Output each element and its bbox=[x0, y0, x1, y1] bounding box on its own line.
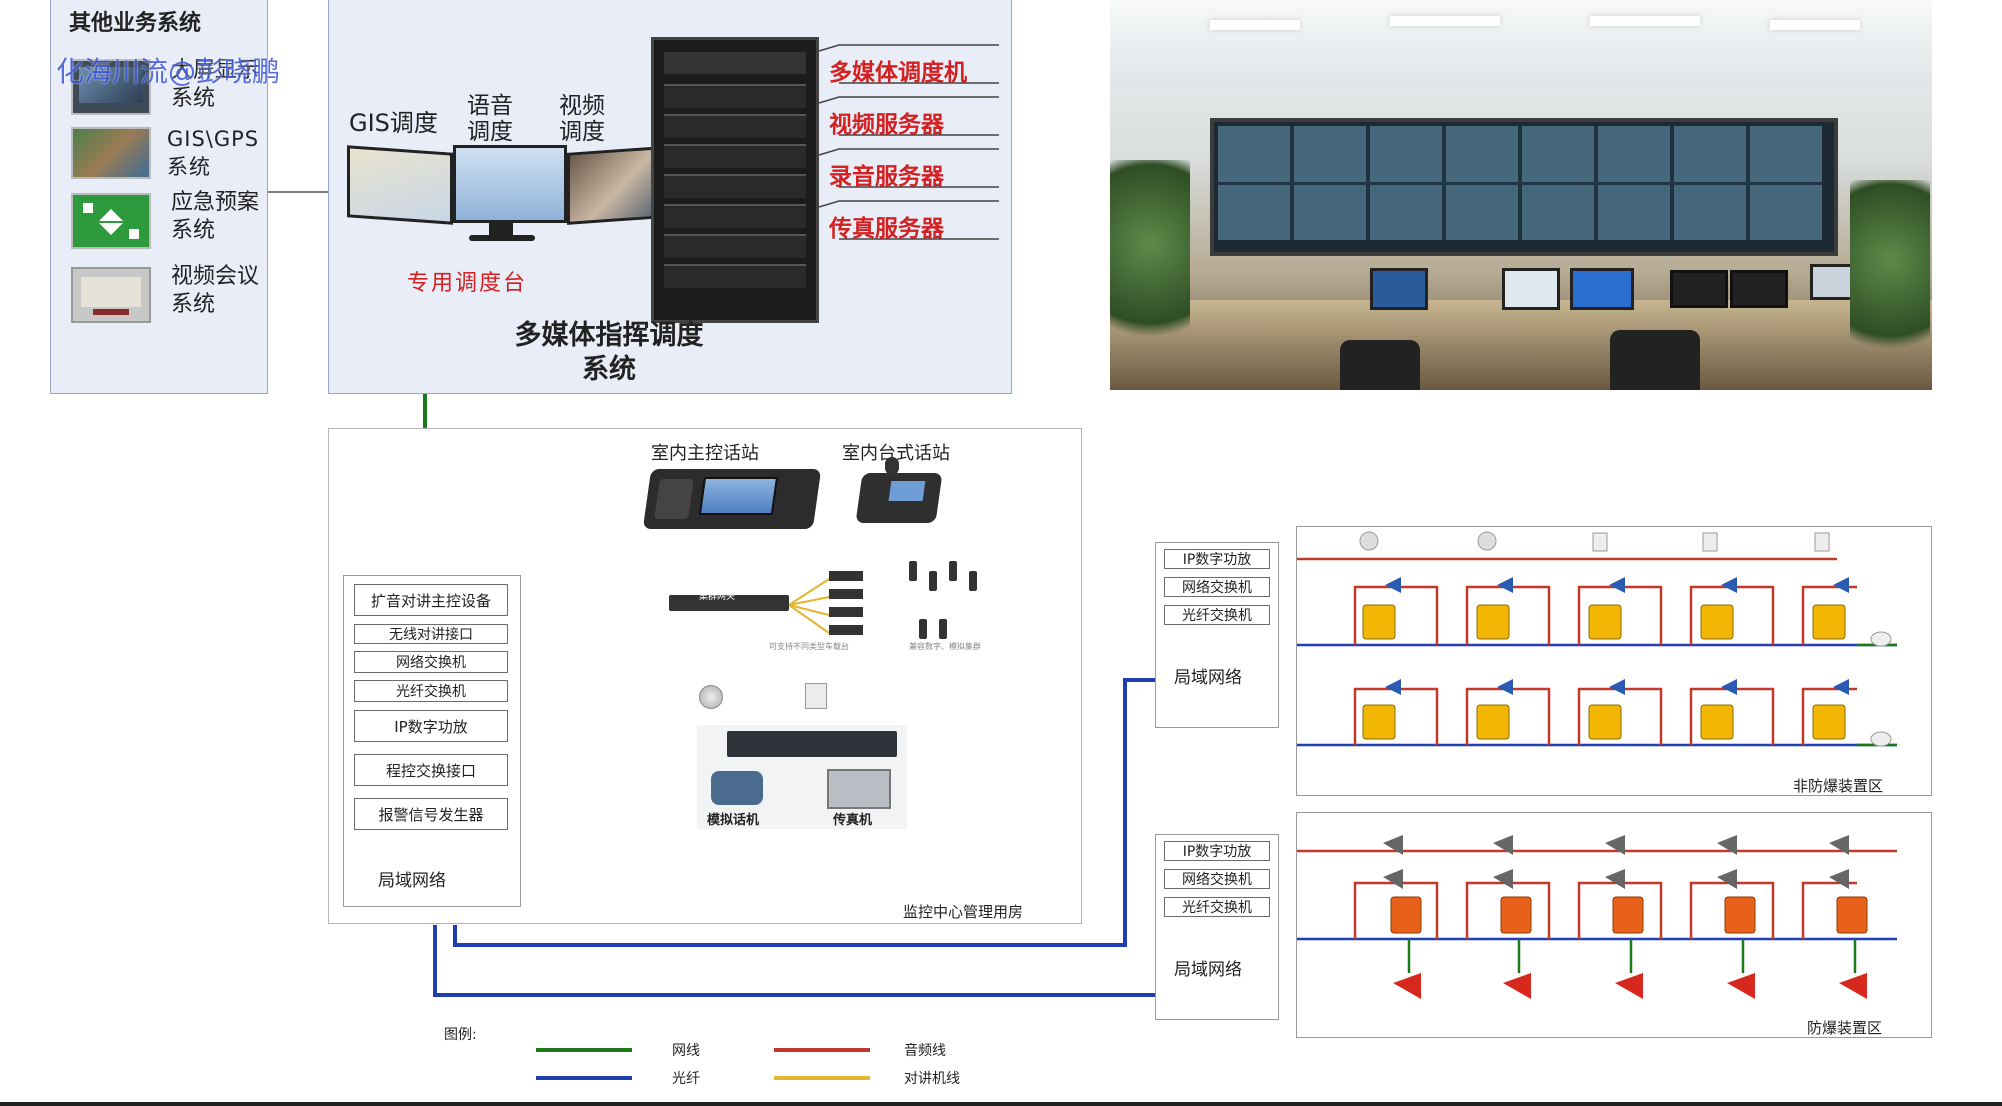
stack-pa-intercom-master: 扩音对讲主控设备 bbox=[354, 584, 508, 616]
zone2-panel: 防爆装置区 bbox=[1296, 812, 1932, 1038]
wall-speaker-icon bbox=[805, 683, 827, 709]
handheld-radio-2 bbox=[929, 571, 937, 591]
control-room-photo bbox=[1110, 0, 1932, 390]
station-main-label: 室内主控话站 bbox=[651, 443, 759, 464]
emergency-plan-icon bbox=[71, 193, 151, 249]
legend-label-net: 网线 bbox=[672, 1043, 700, 1059]
legend-swatch-radio bbox=[774, 1076, 870, 1080]
gateway-radio-links bbox=[789, 578, 830, 634]
stack-network-switch: 网络交换机 bbox=[354, 651, 508, 673]
vehicle-radio-2 bbox=[829, 589, 863, 599]
gis-dispatch-label: GIS调度 bbox=[349, 109, 438, 137]
video-dispatch-label: 视频调度 bbox=[559, 93, 605, 145]
stack-alarm-generator: 报警信号发生器 bbox=[354, 798, 508, 830]
stack-ip-amplifier: IP数字功放 bbox=[354, 710, 508, 742]
legend-title: 图例: bbox=[444, 1027, 477, 1043]
voice-dispatch-label: 语音调度 bbox=[467, 93, 513, 145]
handheld-radio-5 bbox=[919, 619, 927, 639]
monitor-stand bbox=[489, 221, 513, 235]
cluster-gateway-device bbox=[669, 595, 789, 611]
legend-label-radio: 对讲机线 bbox=[904, 1071, 960, 1087]
large-screen-thumbnail bbox=[71, 59, 151, 115]
ceiling-speaker-icon bbox=[699, 685, 723, 709]
handheld-radio-4 bbox=[969, 571, 977, 591]
multimedia-title: 多媒体指挥调度系统 bbox=[514, 320, 704, 385]
stack-pbx-interface: 程控交换接口 bbox=[354, 754, 508, 786]
station-desk-label: 室内台式话站 bbox=[842, 443, 950, 464]
legend-swatch-audio bbox=[774, 1048, 870, 1052]
server-video: 视频服务器 bbox=[829, 112, 944, 138]
pbx-exchange-box: 模拟话机 传真机 bbox=[697, 725, 907, 829]
other-systems-panel: 其他业务系统 大屏显示系统 GIS\GPS系统 应急预案系统 视频会议系统 bbox=[50, 0, 268, 394]
legend-swatch-fiber bbox=[536, 1076, 632, 1080]
analog-phone-label: 模拟话机 bbox=[707, 813, 760, 828]
monitor-base bbox=[469, 235, 535, 241]
cluster-gateway-label: 集群网关 bbox=[699, 592, 736, 602]
zone1-panel: 非防爆装置区 bbox=[1296, 526, 1932, 796]
stack-fiber-switch: 光纤交换机 bbox=[354, 680, 508, 702]
dispatch-console-monitors bbox=[347, 145, 677, 225]
bottom-border bbox=[0, 1102, 2002, 1106]
zone1-wiring bbox=[1297, 531, 1897, 747]
server-multimedia-dispatcher: 多媒体调度机 bbox=[829, 60, 967, 86]
server-label-brackets bbox=[818, 44, 999, 240]
video-conference-thumbnail bbox=[71, 267, 151, 323]
handheld-radio-1 bbox=[909, 561, 917, 581]
zone1-label: 非防爆装置区 bbox=[1793, 777, 1884, 795]
legend-swatch-net bbox=[536, 1048, 632, 1052]
zone1-network-switch: 网络交换机 bbox=[1164, 577, 1270, 597]
stack-lan-label: 局域网络 bbox=[378, 871, 446, 891]
server-rack bbox=[651, 37, 819, 323]
other-systems-item-gis-gps: GIS\GPS系统 bbox=[167, 127, 260, 179]
monitor-room-label: 监控中心管理用房 bbox=[903, 903, 1024, 921]
handheld-radio-6 bbox=[939, 619, 947, 639]
other-systems-title: 其他业务系统 bbox=[69, 11, 202, 36]
station-main-device bbox=[642, 469, 822, 529]
desk-microphone bbox=[885, 457, 899, 475]
gis-map-thumbnail bbox=[71, 127, 151, 179]
multimedia-panel: GIS调度 语音调度 视频调度 专用调度台 多媒体调度机 视频服务器 录音服务器… bbox=[328, 0, 1012, 394]
zone2-stack: IP数字功放 网络交换机 光纤交换机 局域网络 bbox=[1155, 834, 1279, 1020]
watermark: 化海川流@彭晓鹏 bbox=[56, 55, 281, 88]
zone1-ip-amplifier: IP数字功放 bbox=[1164, 549, 1270, 569]
gateway-note-2: 兼容数字、模拟集群 bbox=[909, 642, 981, 651]
monitor-room-stack: 扩音对讲主控设备 无线对讲接口 网络交换机 光纤交换机 IP数字功放 程控交换接… bbox=[343, 575, 521, 907]
zone1-fiber-switch: 光纤交换机 bbox=[1164, 605, 1270, 625]
other-systems-item-emergency: 应急预案系统 bbox=[171, 190, 260, 243]
fiber-line-zone1 bbox=[453, 678, 1155, 947]
fiber-line-zone2 bbox=[433, 925, 1155, 997]
zone2-lan-label: 局域网络 bbox=[1174, 960, 1242, 980]
vehicle-radio-3 bbox=[829, 607, 863, 617]
station-desk-device bbox=[855, 473, 943, 523]
legend: 图例: 网线 音频线 光纤 对讲机线 bbox=[440, 1020, 1040, 1100]
stack-wireless-intercom: 无线对讲接口 bbox=[354, 624, 508, 644]
legend-label-fiber: 光纤 bbox=[672, 1071, 700, 1087]
vehicle-radio-4 bbox=[829, 625, 863, 635]
other-systems-item-video-conf: 视频会议系统 bbox=[171, 264, 260, 317]
other-systems-item-large-screen: 大屏显示系统 bbox=[171, 58, 260, 111]
zone2-fiber-switch: 光纤交换机 bbox=[1164, 897, 1270, 917]
server-recording: 录音服务器 bbox=[829, 164, 944, 190]
vehicle-radio-1 bbox=[829, 571, 863, 581]
server-fax: 传真服务器 bbox=[829, 216, 944, 242]
legend-label-audio: 音频线 bbox=[904, 1043, 946, 1059]
zone2-label: 防爆装置区 bbox=[1807, 1019, 1883, 1037]
video-wall bbox=[1210, 118, 1838, 256]
handheld-radio-3 bbox=[949, 561, 957, 581]
zone2-network-switch: 网络交换机 bbox=[1164, 869, 1270, 889]
console-label: 专用调度台 bbox=[407, 271, 528, 296]
zone1-stack: IP数字功放 网络交换机 光纤交换机 局域网络 bbox=[1155, 542, 1279, 728]
fax-machine-label: 传真机 bbox=[833, 813, 873, 828]
zone2-wiring bbox=[1297, 835, 1897, 999]
monitor-room-panel: 室内主控话站 室内台式话站 扩音对讲主控设备 无线对讲接口 网络交换机 光纤交换… bbox=[328, 428, 1082, 924]
zone2-ip-amplifier: IP数字功放 bbox=[1164, 841, 1270, 861]
gateway-note-1: 可支持不同类型车载台 bbox=[769, 642, 849, 651]
zone1-lan-label: 局域网络 bbox=[1174, 668, 1242, 688]
